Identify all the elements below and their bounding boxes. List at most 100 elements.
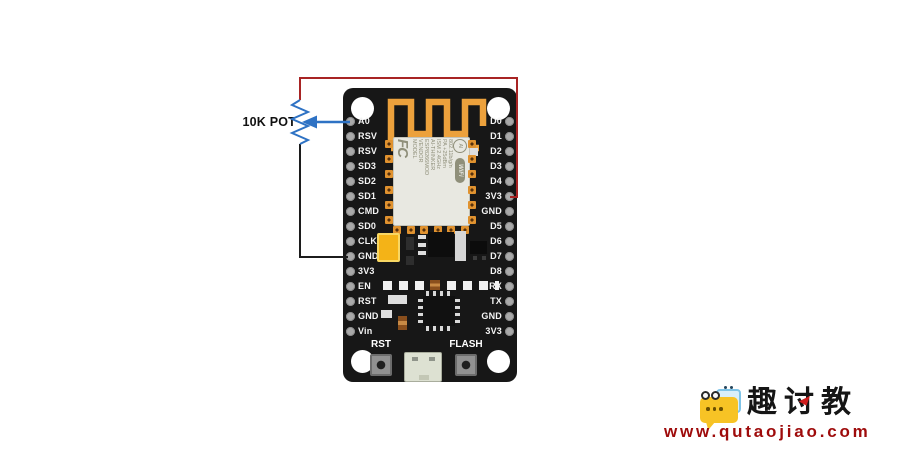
pin-dot [505, 147, 514, 156]
pin-label: RSV [358, 146, 378, 156]
pin-dot [505, 252, 514, 261]
resistor [430, 280, 440, 290]
pin-dot [505, 327, 514, 336]
pin-dot [346, 237, 355, 246]
voltage-regulator [428, 232, 454, 257]
pin-row: SD0 [346, 219, 379, 234]
regulator-leg [418, 251, 426, 255]
resistor [398, 316, 407, 330]
pin-row: EN [346, 279, 379, 294]
pin-row: 3V3 [452, 324, 514, 339]
pin-row: SD2 [346, 174, 379, 189]
pin-row: GND [452, 204, 514, 219]
module-model-label: MODEL [411, 139, 418, 159]
pin-label: GND [358, 311, 379, 321]
pin-label: TX [490, 296, 502, 306]
pin-dot [346, 267, 355, 276]
pin-row: D0 [452, 114, 514, 129]
pin-label: A0 [358, 116, 370, 126]
pin-label: D8 [490, 266, 502, 276]
resistor-row [383, 281, 499, 290]
wiper-arrow-icon [302, 115, 317, 129]
pin-label: D7 [490, 251, 502, 261]
pin-row: Vin [346, 324, 379, 339]
capacitor [377, 233, 400, 262]
pin-label: GND [358, 251, 379, 261]
pin-row: TX [452, 294, 514, 309]
pin-row: GND [452, 309, 514, 324]
pin-row: D5 [452, 219, 514, 234]
pin-dot [505, 207, 514, 216]
pin-row: D4 [452, 174, 514, 189]
pin-dot [505, 192, 514, 201]
pin-label: Vin [358, 326, 373, 336]
pin-label: CLK [358, 236, 378, 246]
pin-row: RSV [346, 129, 379, 144]
pin-label: RSV [358, 131, 378, 141]
pin-dot [346, 117, 355, 126]
module-pads-left [385, 140, 393, 224]
brand-name: 趣讨教 [747, 385, 858, 421]
pin-dot [505, 282, 514, 291]
eyes-icon [724, 386, 733, 389]
pin-dot [346, 282, 355, 291]
pin-dot [346, 252, 355, 261]
usb-uart-chip [418, 291, 460, 331]
mounting-hole [351, 350, 374, 373]
pin-dot [505, 312, 514, 321]
watermark-url: www.qutaojiao.com [664, 422, 871, 441]
pin-dot [346, 132, 355, 141]
pin-row: SD3 [346, 159, 379, 174]
pin-label: SD3 [358, 161, 377, 171]
pin-dot [505, 267, 514, 276]
module-vendor-label: VENDOR [417, 139, 424, 163]
pin-row: D6 [452, 234, 514, 249]
potentiometer-label: 10K POT [242, 115, 296, 129]
ellipsis-dots [706, 407, 723, 411]
pin-dot [505, 297, 514, 306]
pin-row: D7 [452, 249, 514, 264]
reset-button-label: RST [371, 339, 391, 350]
pin-row: GND [346, 249, 379, 264]
smd-component [381, 310, 392, 318]
flash-button [455, 354, 477, 376]
pin-label: SD1 [358, 191, 377, 201]
usb-connector [404, 352, 442, 382]
regulator-leg [418, 243, 426, 247]
fcc-logo: FC [394, 139, 411, 157]
pin-dot [346, 327, 355, 336]
pin-dot [346, 207, 355, 216]
pin-row: CLK [346, 234, 379, 249]
pin-label: GND [481, 311, 502, 321]
pin-label: GND [481, 206, 502, 216]
pin-label: 3V3 [485, 326, 502, 336]
pin-dot [505, 222, 514, 231]
pin-row: 3V3 [452, 189, 514, 204]
pin-row: SD1 [346, 189, 379, 204]
glasses-icon [701, 391, 720, 400]
bubble-tail [706, 422, 715, 430]
smd-component [388, 295, 407, 304]
pin-dot [505, 237, 514, 246]
pin-label: D4 [490, 176, 502, 186]
pin-row: D8 [452, 264, 514, 279]
pin-row: D1 [452, 129, 514, 144]
pin-row: RST [346, 294, 379, 309]
smd-component [406, 237, 414, 250]
transistor-leg [482, 256, 486, 260]
pin-dot [346, 222, 355, 231]
smd-component [406, 256, 414, 265]
pin-row: CMD [346, 204, 379, 219]
pin-row: 3V3 [346, 264, 379, 279]
pin-dot [346, 177, 355, 186]
pin-label: 3V3 [485, 191, 502, 201]
pin-row: D3 [452, 159, 514, 174]
pin-dot [346, 162, 355, 171]
pin-label: SD2 [358, 176, 377, 186]
pin-row: GND [346, 309, 379, 324]
pin-label: D2 [490, 146, 502, 156]
smd-component [455, 231, 466, 261]
pin-column-right: D0 D1 D2 D3 D4 3V3 GND D5 D6 D7 D8 RX TX… [452, 114, 514, 339]
reset-button [370, 354, 392, 376]
